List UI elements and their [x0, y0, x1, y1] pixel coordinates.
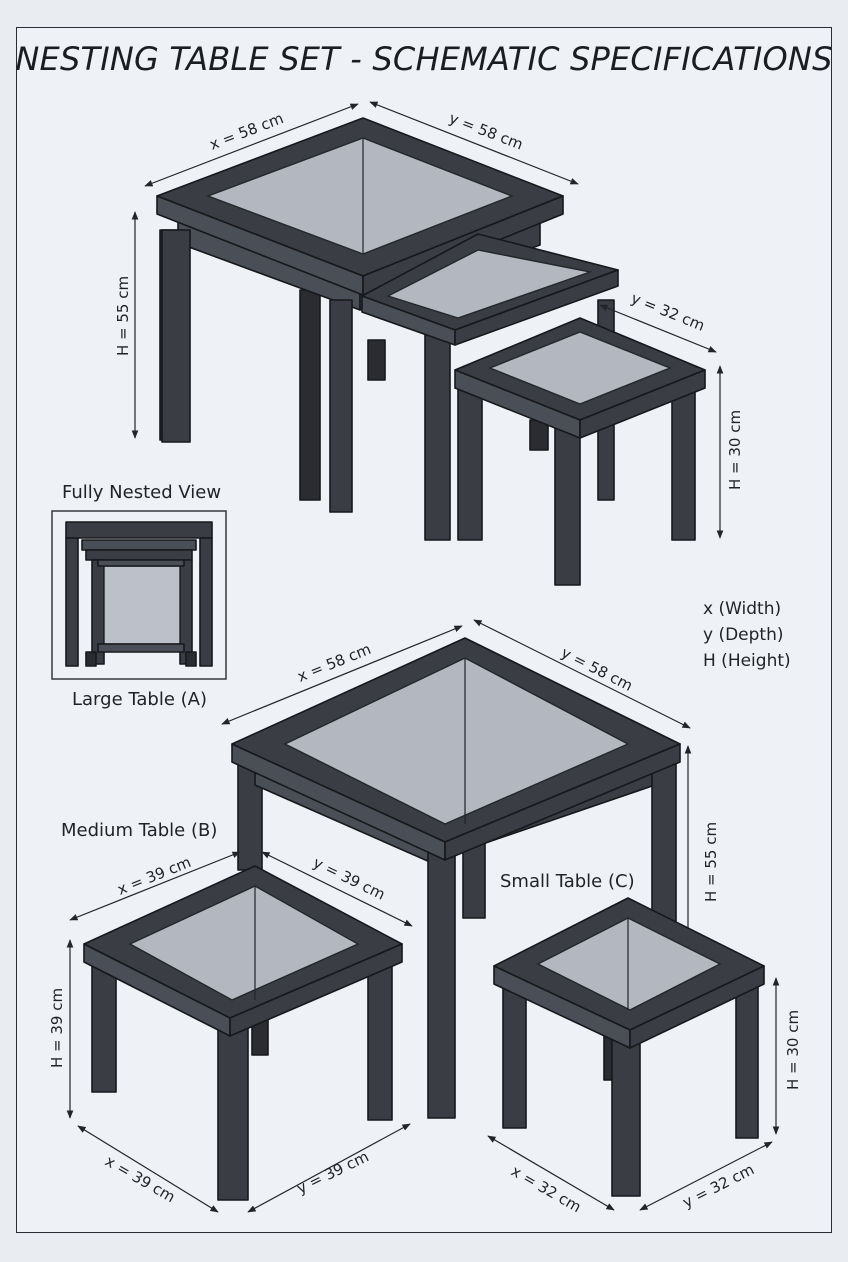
large-table-label: Large Table (A): [72, 689, 207, 710]
dim-line-top-large-x: [144, 103, 359, 187]
dim-label-medium-x-bottom: x = 39 cm: [102, 1152, 178, 1206]
dim-label-medium-y-top: y = 39 cm: [310, 853, 388, 903]
medium-table-b: x = 39 cm y = 39 cm H = 39 cm x = 39 cm …: [48, 851, 413, 1213]
dim-label-small-h: H = 30 cm: [784, 1010, 802, 1090]
legend-width: x (Width): [703, 599, 782, 619]
dim-label-top-large-y: y = 58 cm: [447, 109, 526, 154]
dim-label-top-large-h: H = 55 cm: [114, 276, 132, 356]
dimension-legend: x (Width) y (Depth) H (Height): [703, 596, 791, 674]
dim-label-top-small-y: y = 32 cm: [629, 289, 708, 335]
legend-height: H (Height): [703, 651, 791, 671]
dim-label-medium-y-bottom: y = 39 cm: [294, 1147, 372, 1197]
top-nested-set: x = 58 cm y = 58 cm H = 55 cm y = 32 cm …: [114, 101, 744, 586]
dim-line-small-x-bottom: [487, 1135, 615, 1211]
nested-view-label: Fully Nested View: [62, 482, 222, 503]
dim-line-top-large-y: [369, 101, 579, 185]
fully-nested-view: [51, 510, 227, 680]
dim-label-large-h: H = 55 cm: [702, 822, 720, 902]
small-table-label: Small Table (C): [500, 871, 635, 892]
dim-line-small-y-bottom: [639, 1141, 773, 1211]
dim-label-top-small-h: H = 30 cm: [726, 410, 744, 490]
legend-depth: y (Depth): [703, 625, 784, 645]
dim-label-small-y-bottom: y = 32 cm: [680, 1160, 757, 1211]
dim-line-large-y: [473, 619, 691, 729]
dim-line-medium-y-bottom: [247, 1123, 411, 1213]
small-table-c: H = 30 cm x = 32 cm y = 32 cm: [487, 897, 802, 1216]
dim-line-large-x: [221, 625, 463, 725]
dim-line-medium-x-bottom: [77, 1125, 219, 1213]
dim-line-top-small-y: [599, 304, 717, 353]
dim-line-medium-y-top: [261, 851, 413, 927]
page-title: NESTING TABLE SET - SCHEMATIC SPECIFICAT…: [15, 40, 833, 78]
medium-table-label: Medium Table (B): [61, 820, 218, 841]
dim-label-medium-h: H = 39 cm: [48, 988, 66, 1068]
top-small-table: [454, 317, 706, 586]
dim-line-medium-x-top: [69, 851, 241, 921]
dim-label-large-y: y = 58 cm: [558, 644, 635, 695]
